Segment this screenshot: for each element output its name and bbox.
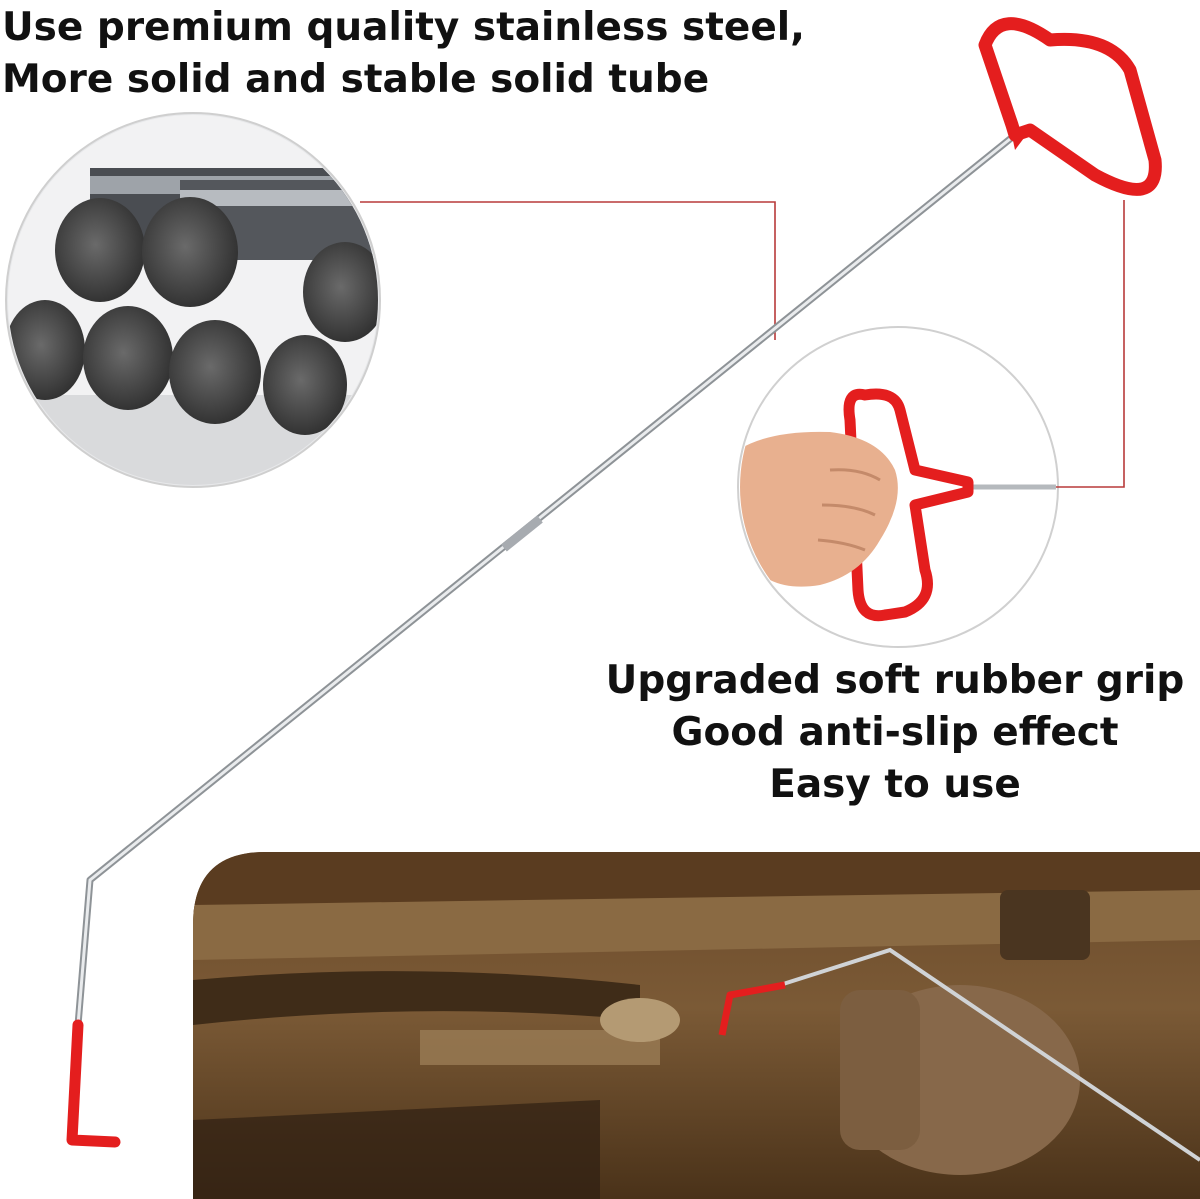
hand-gripping-handle [737, 326, 1059, 648]
steel-rods-closeup [5, 112, 381, 488]
grip-features-text: Upgraded soft rubber grip Good anti-slip… [600, 655, 1190, 811]
headline-line-1: Use premium quality stainless steel, [2, 5, 805, 50]
feature-line-2: Good anti-slip effect [671, 710, 1119, 755]
headline-line-2: More solid and stable solid tube [2, 57, 710, 102]
feature-line-3: Easy to use [769, 762, 1021, 807]
callout-lines [360, 200, 1125, 488]
headline-text: Use premium quality stainless steel, Mor… [2, 2, 805, 106]
feature-line-1: Upgraded soft rubber grip [605, 658, 1185, 703]
car-underside-photo [193, 852, 1200, 1199]
door-opener-rod-tool [66, 17, 1162, 1148]
